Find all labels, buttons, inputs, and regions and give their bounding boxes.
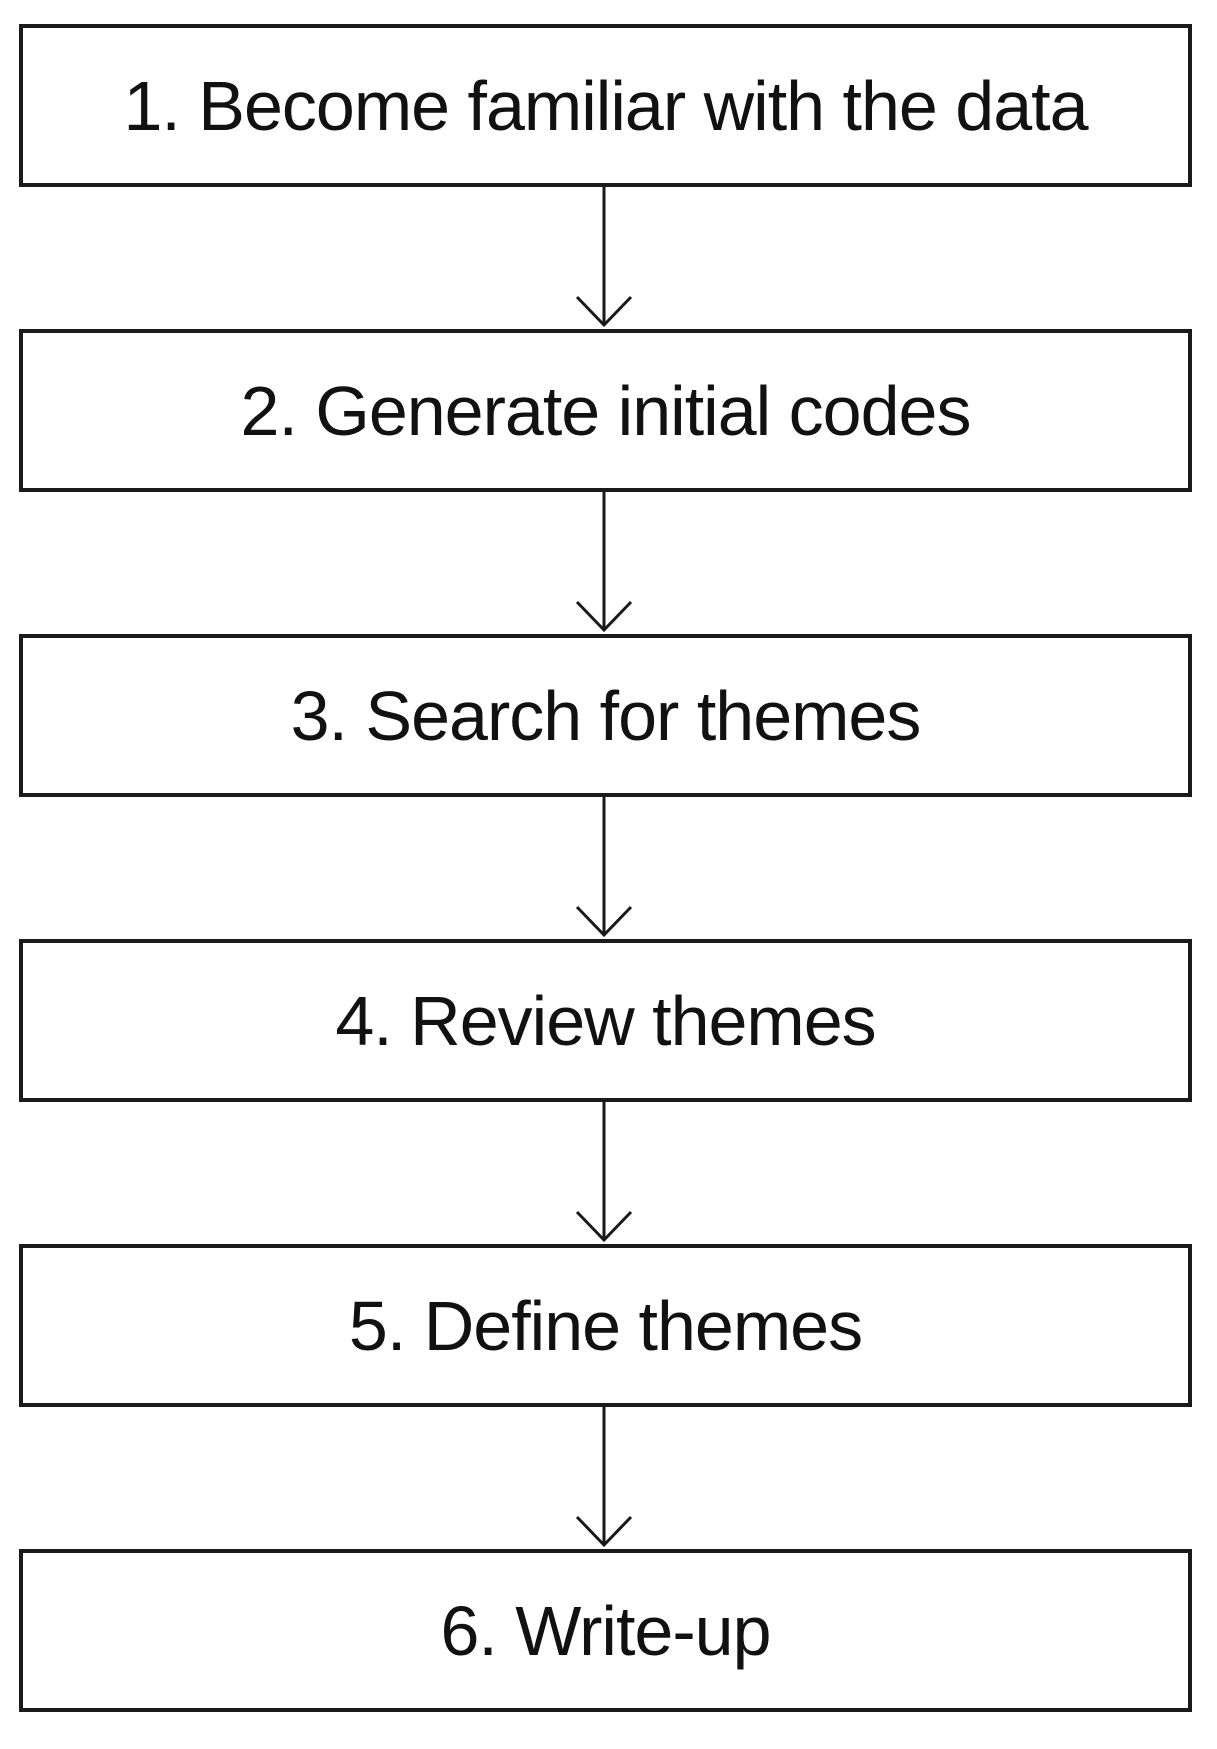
step-2-box: 2. Generate initial codes: [19, 329, 1192, 492]
down-arrow-icon: [575, 797, 633, 938]
down-arrow-icon: [575, 1407, 633, 1548]
step-6-box: 6. Write-up: [19, 1549, 1192, 1712]
down-arrow-icon: [575, 492, 633, 633]
step-4-box: 4. Review themes: [19, 939, 1192, 1102]
step-3-box: 3. Search for themes: [19, 634, 1192, 797]
step-5-box: 5. Define themes: [19, 1244, 1192, 1407]
step-1-label: 1. Become familiar with the data: [123, 66, 1088, 145]
down-arrow-icon: [575, 1102, 633, 1243]
step-1-box: 1. Become familiar with the data: [19, 24, 1192, 187]
step-5-label: 5. Define themes: [348, 1286, 863, 1365]
step-6-label: 6. Write-up: [440, 1591, 771, 1670]
step-3-label: 3. Search for themes: [290, 676, 922, 755]
step-2-label: 2. Generate initial codes: [240, 371, 972, 450]
down-arrow-icon: [575, 187, 633, 328]
step-4-label: 4. Review themes: [335, 981, 876, 1060]
